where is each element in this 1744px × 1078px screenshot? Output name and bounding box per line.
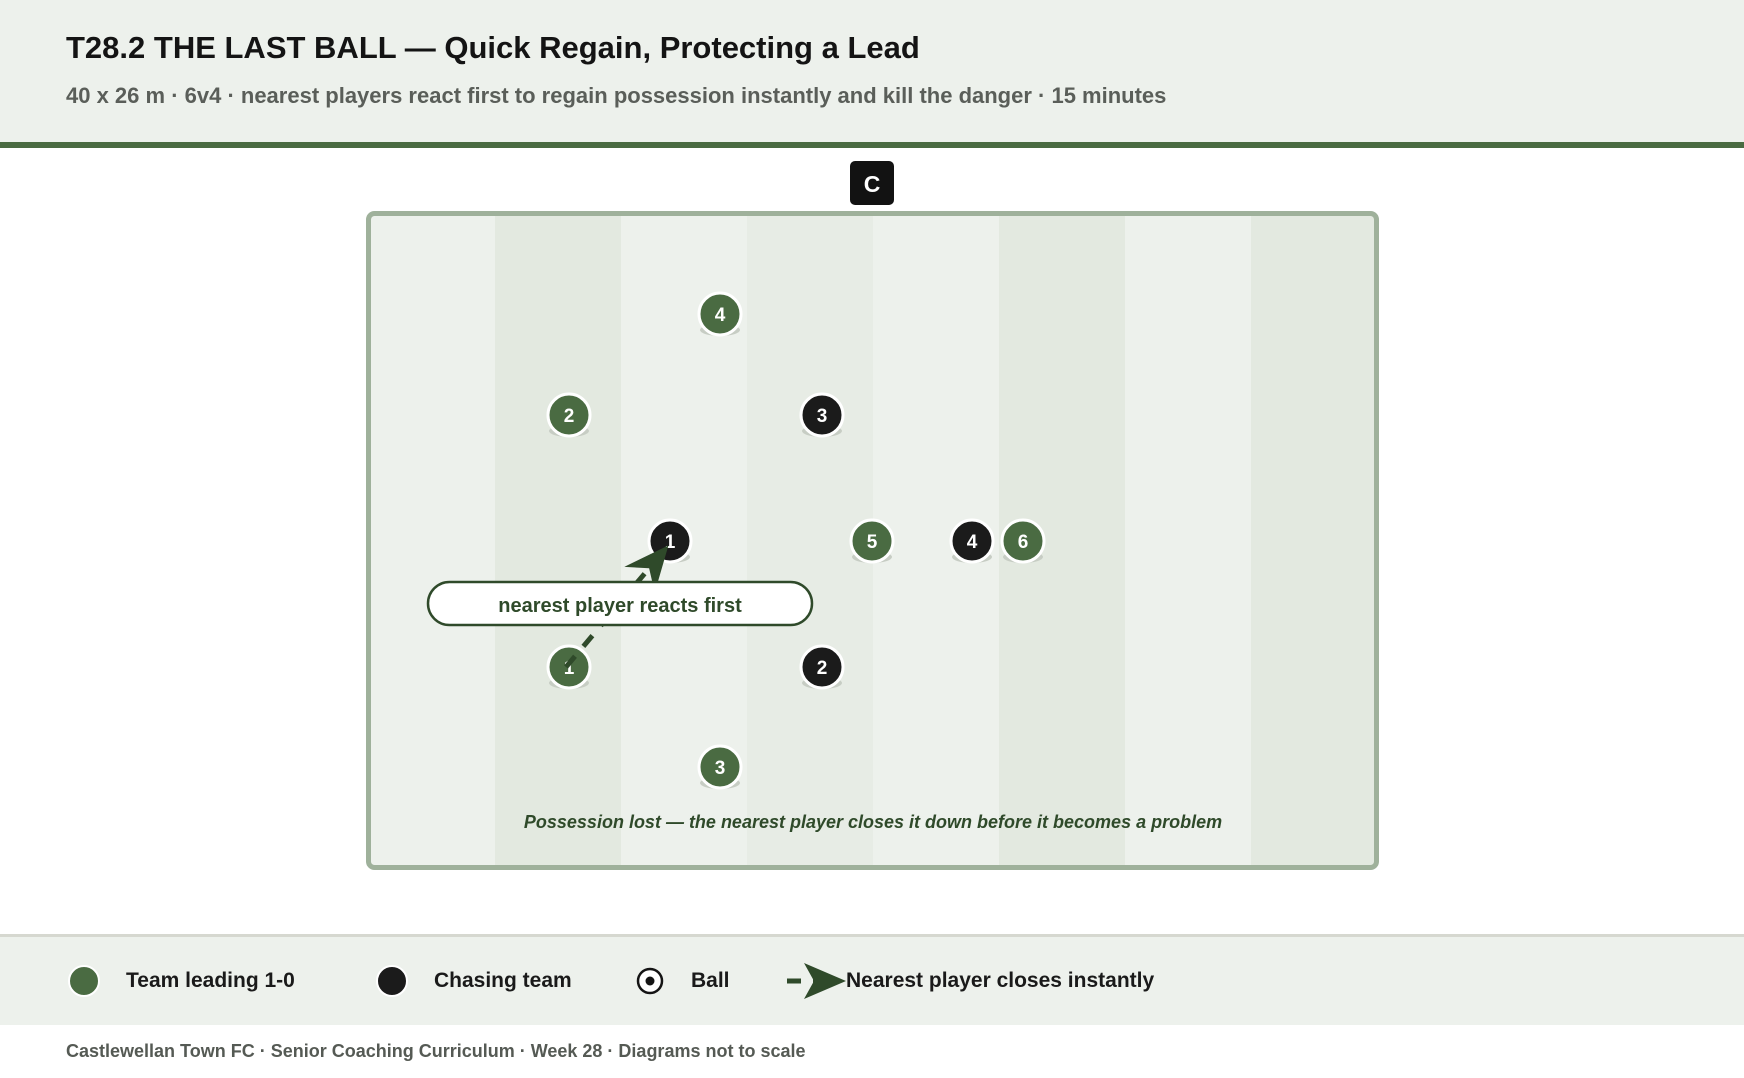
- coach-label: C: [864, 171, 881, 197]
- player-number: 3: [817, 406, 828, 427]
- player-number: 2: [817, 658, 828, 679]
- player-number: 1: [665, 532, 676, 553]
- legend-item-chasing-team: Chasing team: [375, 937, 572, 1025]
- callout-text: nearest player reacts first: [498, 595, 742, 617]
- player-number: 2: [564, 406, 575, 427]
- player-number: 3: [715, 758, 726, 779]
- player-number: 6: [1018, 532, 1029, 553]
- green-circle-icon: [68, 965, 100, 997]
- legend-label: Nearest player closes instantly: [846, 969, 1155, 992]
- legend-item-press: Nearest player closes instantly: [786, 937, 1154, 1025]
- page-title: T28.2 THE LAST BALL — Quick Regain, Prot…: [66, 30, 920, 65]
- team-leading-player: 2: [546, 392, 592, 438]
- pitch-stripe: [1251, 214, 1375, 866]
- ball-icon: [636, 967, 664, 995]
- diagram-caption: Possession lost — the nearest player clo…: [524, 812, 1222, 832]
- drill-diagram: C 4 2 5 6 1 3 3 1: [366, 161, 1379, 870]
- pitch-stripe: [1125, 214, 1251, 866]
- legend-label: Chasing team: [434, 969, 572, 992]
- footer-note: Castlewellan Town FC · Senior Coaching C…: [66, 1041, 806, 1061]
- player-number: 5: [867, 532, 878, 553]
- legend-item-ball: Ball: [633, 937, 730, 1025]
- chasing-team-player: 4: [949, 518, 995, 564]
- page-subtitle: 40 x 26 m · 6v4 · nearest players react …: [66, 83, 1167, 108]
- player-number: 4: [715, 305, 726, 326]
- pitch-stripe: [495, 214, 621, 866]
- team-leading-player: 3: [697, 744, 743, 790]
- chasing-team-player: 1: [647, 518, 693, 564]
- legend-label: Team leading 1-0: [126, 969, 295, 992]
- team-leading-player: 4: [697, 291, 743, 337]
- black-circle-icon: [376, 965, 408, 997]
- player-number: 1: [564, 658, 575, 679]
- pitch-border: [366, 211, 1379, 870]
- chasing-team-player: 2: [799, 644, 845, 690]
- callout: nearest player reacts first: [426, 580, 814, 627]
- chasing-team-player: 3: [799, 392, 845, 438]
- team-leading-player: 5: [849, 518, 895, 564]
- team-leading-player: 6: [1000, 518, 1046, 564]
- coach-marker: C: [850, 161, 894, 205]
- legend-item-team-leading: Team leading 1-0: [67, 937, 295, 1025]
- header: T28.2 THE LAST BALL — Quick Regain, Prot…: [0, 0, 1744, 148]
- pitch-stripe: [369, 214, 495, 866]
- legend-label: Ball: [691, 969, 730, 992]
- player-number: 4: [967, 532, 978, 553]
- legend: Team leading 1-0 Chasing team Ball Neare…: [0, 934, 1744, 1025]
- dashed-arrow-icon: [787, 963, 846, 999]
- team-leading-player: 1: [546, 644, 592, 690]
